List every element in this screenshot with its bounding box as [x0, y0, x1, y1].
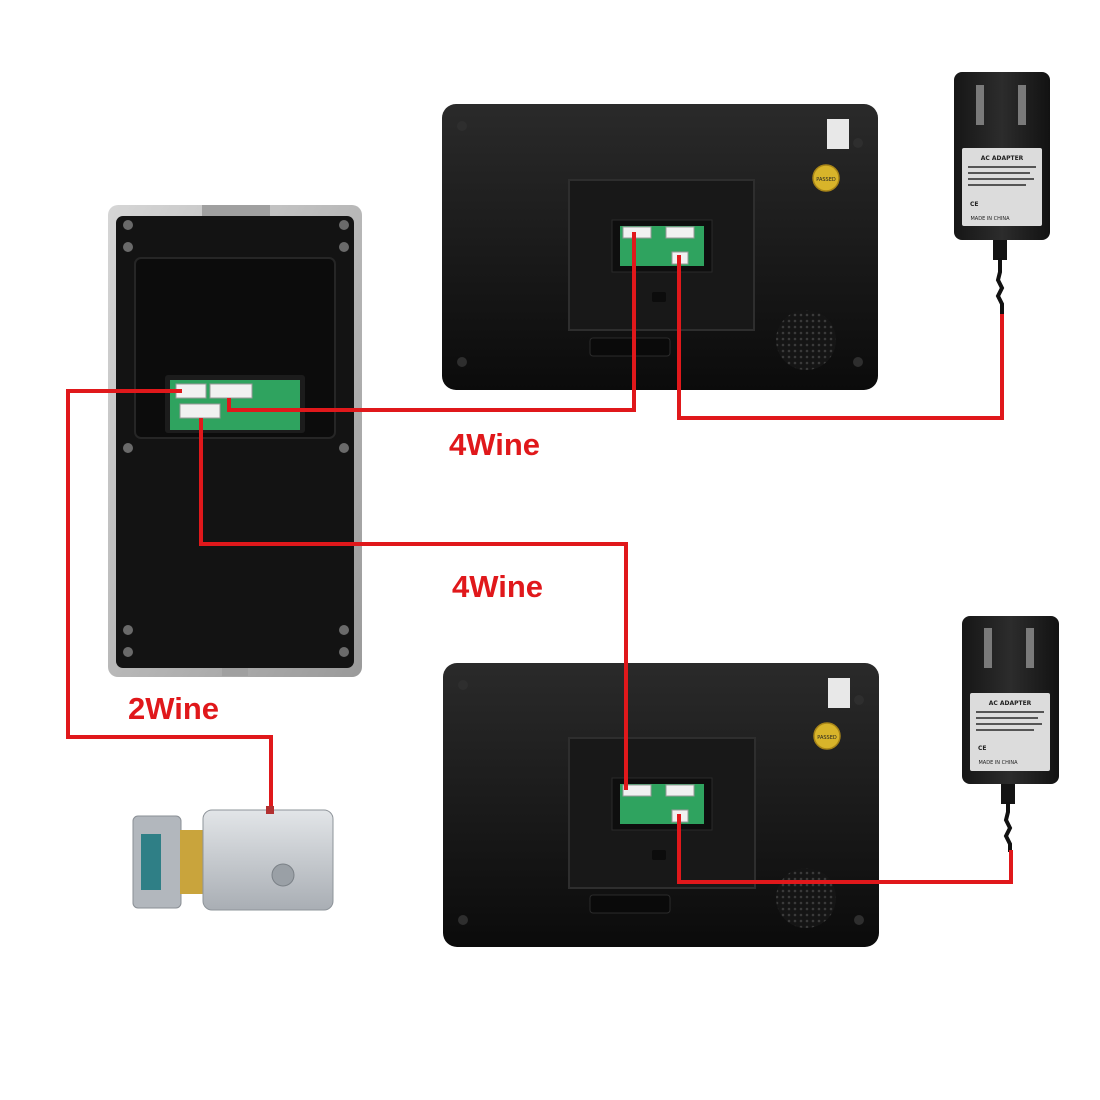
label-4wine-top: 4Wine [449, 427, 540, 462]
monitor-bottom-pass-badge [813, 722, 841, 750]
outdoor-panel-top-tab [202, 205, 270, 217]
lock-latch [180, 830, 204, 894]
screw-icon [123, 647, 133, 657]
connector-4pin-a [209, 383, 253, 399]
monitor-top-stand-slot [589, 337, 671, 357]
power-adapter-top-origin: MADE IN CHINA [970, 216, 1010, 222]
outdoor-panel [108, 205, 362, 677]
ce-mark-icon: CE [970, 201, 979, 208]
wire-lock [66, 389, 273, 806]
wire-bottom-monitor-power [677, 814, 1013, 884]
monitor-top-speaker-icon [776, 310, 836, 370]
plug-prong-icon [1018, 85, 1026, 125]
electric-lock [132, 806, 334, 911]
monitor-bottom-speaker-icon [776, 868, 836, 928]
power-adapter-top-title: AC ADAPTER [981, 155, 1024, 162]
screw-icon [123, 443, 133, 453]
label-4wine-middle: 4Wine [452, 569, 543, 604]
screw-icon [123, 242, 133, 252]
monitor-top-qc-sticker [827, 119, 849, 149]
screw-icon [339, 242, 349, 252]
monitor-top-badge-text: PASSED [816, 177, 836, 183]
monitor-bottom-stand-slot [589, 894, 671, 914]
power-adapter-top-strain-relief [993, 240, 1007, 260]
monitor-top: PASSED [442, 104, 878, 390]
lock-terminal [266, 806, 274, 814]
lock-keyhole-icon [271, 863, 295, 887]
monitor-bottom-badge-text: PASSED [817, 735, 837, 741]
lock-body [202, 809, 334, 911]
power-cable-bottom [1003, 802, 1013, 852]
screw-icon [123, 625, 133, 635]
wire-top-monitor-signal [227, 232, 636, 412]
monitor-bottom: PASSED [443, 663, 879, 947]
power-adapter-top: AC ADAPTER CE MADE IN CHINA [954, 72, 1050, 260]
screw-icon [123, 220, 133, 230]
plug-prong-icon [984, 628, 992, 668]
power-adapter-bottom-title: AC ADAPTER [989, 700, 1032, 707]
monitor-bottom-connector-in [622, 784, 652, 797]
power-adapter-bottom-strain-relief [1001, 784, 1015, 804]
screw-icon [339, 443, 349, 453]
monitor-top-connector-out [665, 226, 695, 239]
power-cable-top [995, 258, 1005, 316]
plug-prong-icon [976, 85, 984, 125]
screw-icon [339, 220, 349, 230]
lock-strike-opening [141, 834, 161, 890]
ce-mark-icon: CE [978, 745, 987, 752]
monitor-top-pass-badge [812, 164, 840, 192]
monitor-bottom-connector-out [665, 784, 695, 797]
plug-prong-icon [1026, 628, 1034, 668]
screw-icon [339, 625, 349, 635]
wire-bottom-monitor-signal [199, 418, 628, 790]
monitor-top-connector-in [622, 226, 652, 239]
power-adapter-bottom: AC ADAPTER CE MADE IN CHINA [962, 616, 1059, 804]
wire-top-monitor-power [677, 255, 1004, 420]
power-adapter-bottom-origin: MADE IN CHINA [978, 760, 1018, 766]
wires [66, 232, 1013, 884]
monitor-bottom-qc-sticker [828, 678, 850, 708]
connector-4pin-b [179, 403, 221, 419]
screw-icon [339, 647, 349, 657]
label-2wine: 2Wine [128, 691, 219, 726]
